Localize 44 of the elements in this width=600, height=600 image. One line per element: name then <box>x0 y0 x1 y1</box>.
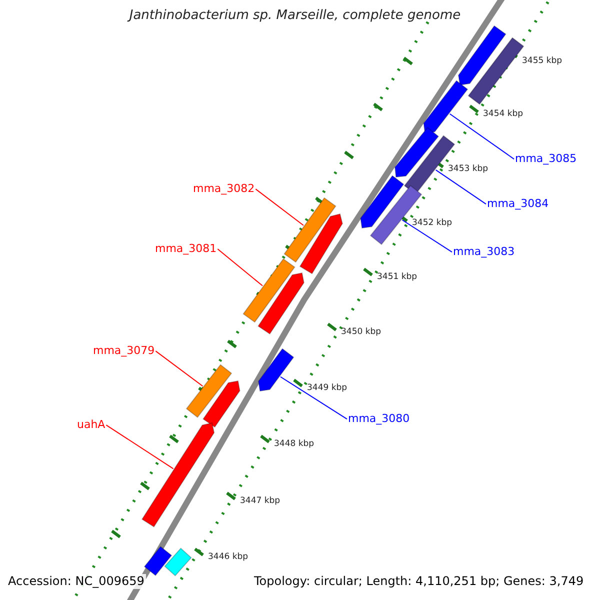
gene-label: uahA <box>77 419 106 432</box>
gene-bar <box>186 364 232 418</box>
leader-line <box>449 113 514 160</box>
tick-label: 3448 kbp <box>274 440 314 450</box>
gene-block <box>141 422 215 528</box>
gene-block <box>299 213 343 274</box>
tick-label: 3453 kbp <box>448 165 488 174</box>
leader-line <box>217 248 264 286</box>
leader-line <box>155 350 204 387</box>
tick-label: 3447 kbp <box>240 497 280 506</box>
gene-bar <box>468 37 524 105</box>
gene-block <box>202 380 240 428</box>
leader-line <box>435 169 486 205</box>
gene-label: mma_3079 <box>93 345 155 358</box>
tick-label: 3450 kbp <box>341 328 382 338</box>
gene-bar <box>242 258 296 323</box>
gene-block <box>458 25 506 86</box>
gene-bar <box>284 197 336 263</box>
tick-label: 3455 kbp <box>522 57 562 66</box>
gene-block <box>258 348 294 392</box>
leader-line <box>402 220 452 253</box>
leader-line <box>280 376 348 420</box>
tick-label: 3452 kbp <box>412 219 452 228</box>
leader-line <box>255 188 304 226</box>
accession-text: Accession: NC_009659 <box>6 574 146 590</box>
gene-label: mma_3083 <box>453 246 515 258</box>
gene-bar <box>164 548 192 576</box>
gene-block <box>423 80 468 134</box>
title: Janthinobacterium sp. Marseille, complete genome <box>126 9 462 24</box>
gene-block <box>394 126 440 178</box>
gene-label: mma_3080 <box>348 413 410 426</box>
gene-block <box>360 175 404 229</box>
tick-label: 3446 kbp <box>208 553 248 562</box>
gene-label: mma_3082 <box>193 183 255 196</box>
genome-info-text: Topology: circular; Length: 4,110,251 bp; Genes: 3,749 <box>252 574 586 590</box>
gene-block <box>258 272 304 335</box>
gene-bar <box>144 546 172 576</box>
tick-label: 3451 kbp <box>377 273 418 282</box>
gene-label: mma_3081 <box>155 243 217 256</box>
gene-label: mma_3084 <box>487 198 549 210</box>
leader-line <box>106 424 174 470</box>
gene-label: mma_3085 <box>515 153 577 166</box>
tick-label: 3449 kbp <box>307 384 348 394</box>
tick-label: 3454 kbp <box>483 110 524 120</box>
